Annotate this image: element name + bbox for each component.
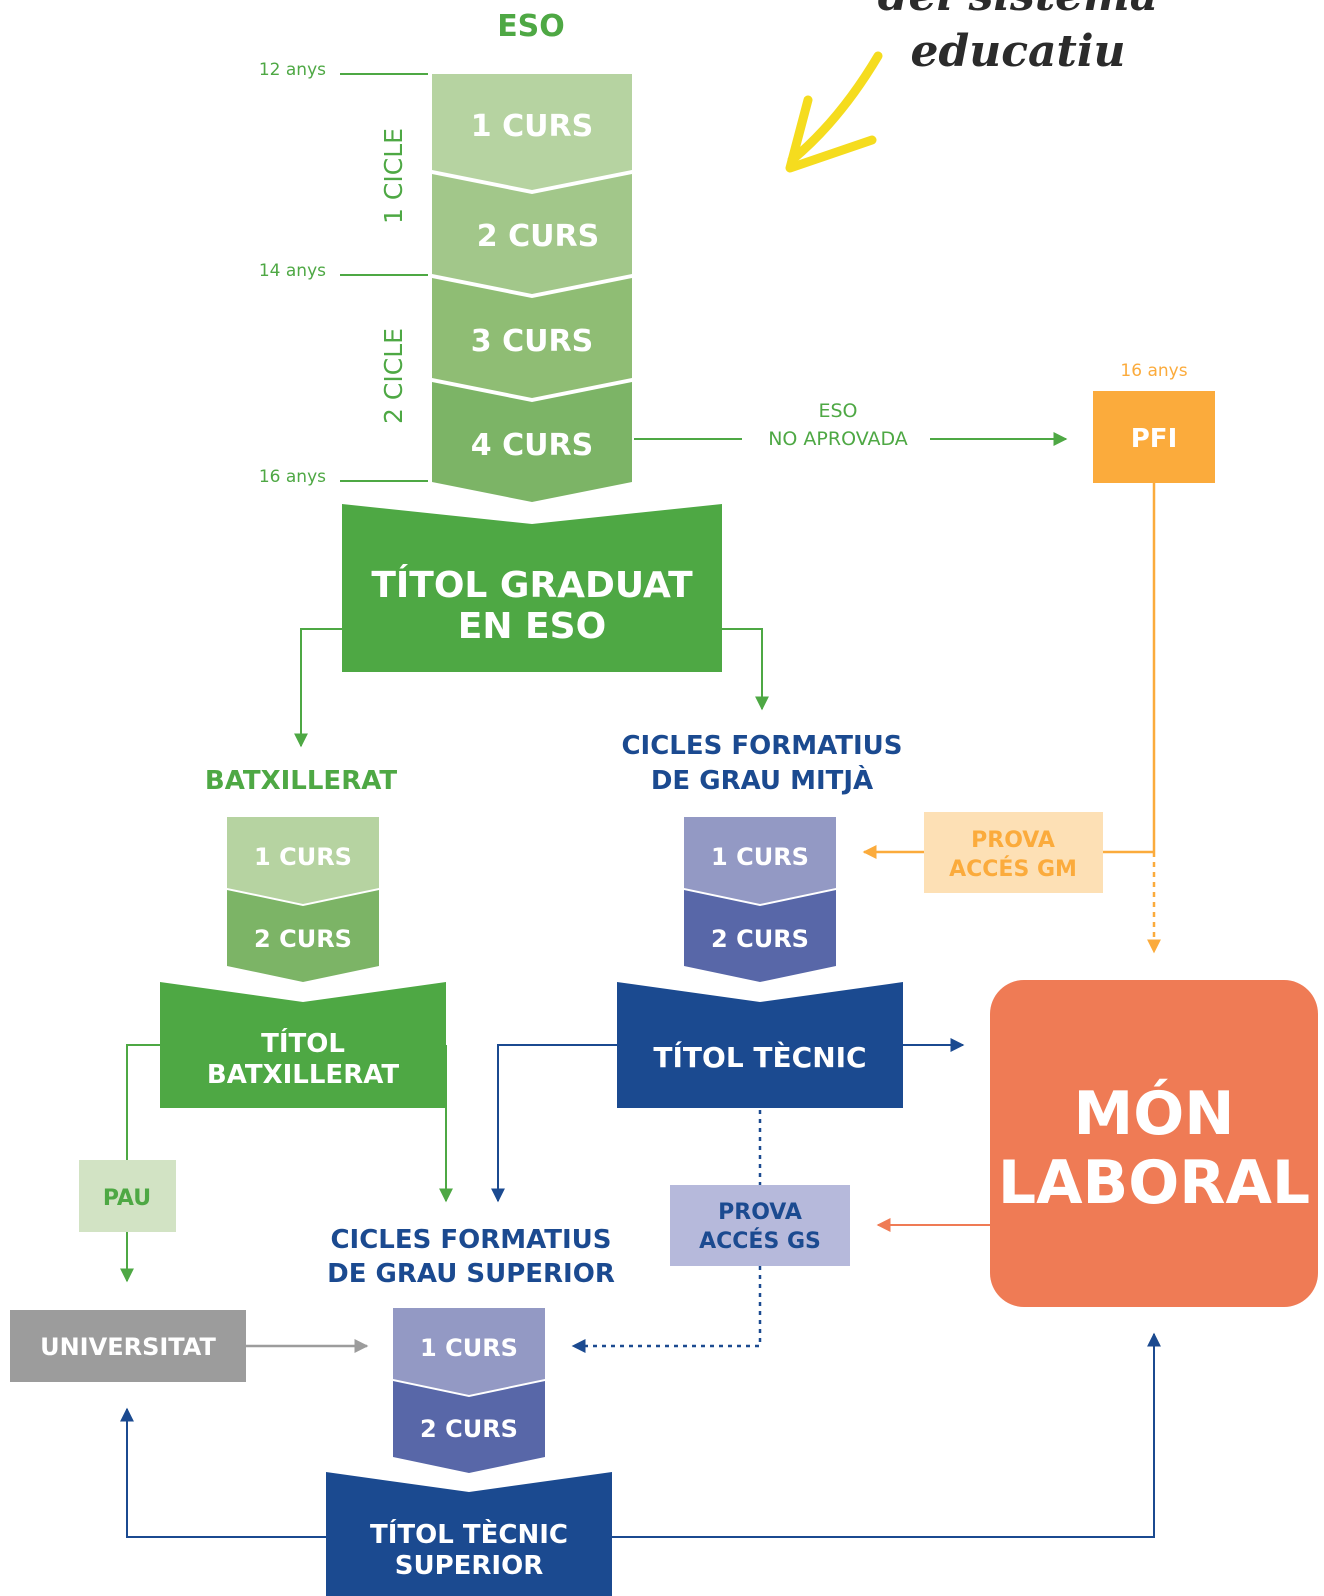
yellow-arrow-icon <box>785 51 883 173</box>
pau-label: PAU <box>103 1186 151 1211</box>
prova-acces-gm-line2: ACCÉS GM <box>949 856 1077 882</box>
titol-tecnic-superior-line1: TÍTOL TÈCNIC <box>370 1518 568 1550</box>
eso-not-passed-line1: ESO <box>818 400 857 422</box>
cycle-2-label: 2 CICLE <box>379 328 408 424</box>
cfgm-title-line2: DE GRAU MITJÀ <box>651 764 873 796</box>
eso-course-1-block <box>432 74 632 190</box>
cfgs-course-2-block <box>393 1381 545 1473</box>
age-12-label: 12 anys <box>259 60 326 80</box>
prova-acces-gs-line2: ACCÉS GS <box>699 1228 821 1254</box>
eso-course-4-label: 4 CURS <box>471 428 593 463</box>
heading-line2: educatiu <box>910 26 1125 77</box>
universitat-block <box>10 1310 246 1382</box>
titol-tecnic-superior-line2: SUPERIOR <box>395 1551 543 1581</box>
batx-degree-line2: BATXILLERAT <box>207 1060 399 1090</box>
pfi-age-label: 16 anys <box>1120 361 1187 381</box>
cfgm-course-2-label: 2 CURS <box>711 925 809 953</box>
batx-degree-line1: TÍTOL <box>261 1027 345 1059</box>
mon-laboral-line2: LABORAL <box>998 1148 1310 1218</box>
cfgs-course-2-label: 2 CURS <box>420 1415 518 1443</box>
age-14-label: 14 anys <box>259 261 326 281</box>
mon-laboral-block <box>990 980 1318 1307</box>
prova-acces-gm-line1: PROVA <box>971 828 1055 853</box>
eso-title: ESO <box>497 9 565 44</box>
eso-course-2-block <box>432 174 632 294</box>
cfgs-course-1-block <box>393 1308 545 1395</box>
batx-course-1-block <box>227 817 379 904</box>
titol-tecnic-label: TÍTOL TÈCNIC <box>653 1040 866 1074</box>
eso-degree-block <box>342 504 722 672</box>
batxillerat-title: BATXILLERAT <box>205 766 397 796</box>
batx-degree-block <box>160 982 446 1108</box>
cfgs-title-line2: DE GRAU SUPERIOR <box>327 1259 615 1289</box>
batx-course-2-label: 2 CURS <box>254 925 352 953</box>
universitat-label: UNIVERSITAT <box>40 1333 216 1361</box>
heading-line1: del sistema <box>878 0 1158 21</box>
titol-tecnic-block <box>617 982 903 1108</box>
age-16-label: 16 anys <box>259 467 326 487</box>
eso-course-2-label: 2 CURS <box>477 219 599 254</box>
titol-tecnic-superior-block <box>326 1472 612 1596</box>
prova-acces-gs-block <box>670 1185 850 1266</box>
eso-degree-line2: EN ESO <box>458 606 606 647</box>
pau-block <box>79 1160 176 1232</box>
cfgm-course-1-label: 1 CURS <box>711 843 809 871</box>
cfgm-course-2-block <box>684 890 836 982</box>
batx-course-1-label: 1 CURS <box>254 843 352 871</box>
eso-course-4-block <box>432 382 632 502</box>
eso-course-3-label: 3 CURS <box>471 324 593 359</box>
pfi-label: PFI <box>1131 424 1178 454</box>
pfi-block <box>1093 391 1215 483</box>
cfgs-title-line1: CICLES FORMATIUS <box>330 1225 611 1255</box>
eso-degree-line1: TÍTOL GRADUAT <box>371 564 693 606</box>
cfgm-title-line1: CICLES FORMATIUS <box>621 731 902 761</box>
prova-acces-gs-line1: PROVA <box>718 1200 802 1225</box>
cfgm-course-1-block <box>684 817 836 904</box>
eso-not-passed-line2: NO APROVADA <box>768 428 908 450</box>
prova-acces-gm-block <box>924 812 1103 893</box>
mon-laboral-line1: MÓN <box>1074 1078 1235 1149</box>
cycle-1-label: 1 CICLE <box>379 128 408 224</box>
batx-course-2-block <box>227 890 379 982</box>
cfgs-course-1-label: 1 CURS <box>420 1334 518 1362</box>
eso-course-3-block <box>432 278 632 398</box>
eso-course-1-label: 1 CURS <box>471 109 593 144</box>
